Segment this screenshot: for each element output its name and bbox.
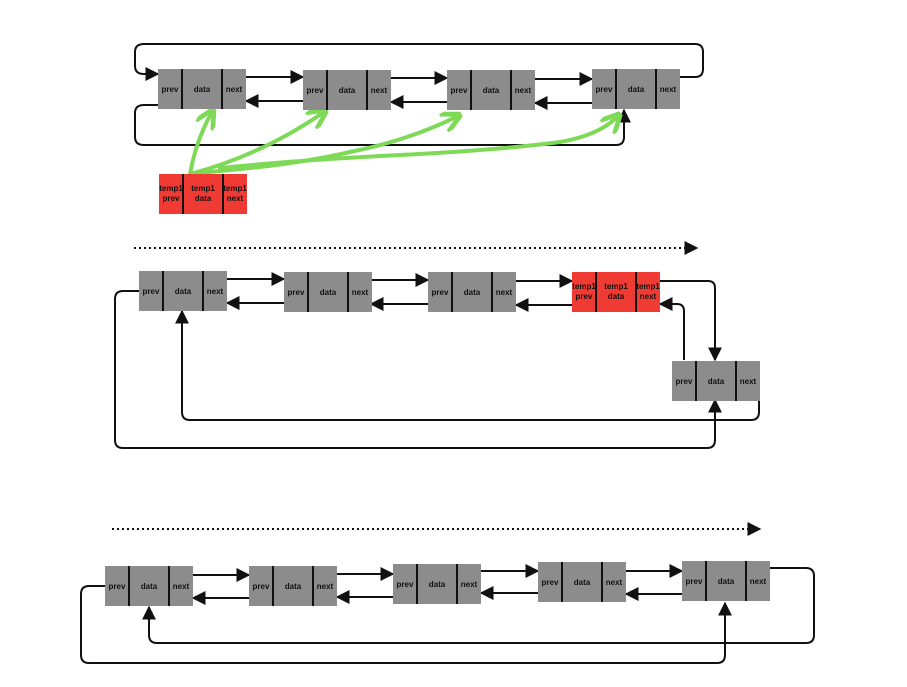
p3-wrap-prev-arrow — [80, 585, 732, 664]
p3-node-2-data-label: data — [285, 582, 302, 591]
p2-node-5-next-label: next — [740, 377, 757, 386]
p2-wrap-next-arrow — [175, 309, 760, 421]
p3-node-2: prev data next — [249, 566, 337, 606]
p1-node-3-prev-label: prev — [451, 86, 468, 95]
p1-node-4-data-label: data — [628, 85, 645, 94]
p1-node-2-prev-label: prev — [307, 86, 324, 95]
p1-node-1-prev-label: prev — [162, 85, 179, 94]
p3-node-3-prev-label: prev — [397, 580, 414, 589]
p3-node-3-box — [393, 564, 481, 604]
p3-wrap-next-arrow — [142, 567, 815, 644]
p3-node-2-prev-label: prev — [253, 582, 270, 591]
p3-node-1-next-label: next — [173, 582, 190, 591]
p2-node-1-prev-label: prev — [143, 287, 160, 296]
p2-node-3-data-label: data — [464, 288, 481, 297]
p3-node-4-next-label: next — [606, 578, 623, 587]
p2-node-3-box — [428, 272, 516, 312]
p2-node-2-prev-label: prev — [288, 288, 305, 297]
p1-node-1-box — [158, 69, 246, 109]
p3-node-5-prev-label: prev — [686, 577, 703, 586]
p3-node-1-prev-label: prev — [109, 582, 126, 591]
p3-node-2-box — [249, 566, 337, 606]
green-arrow-to-node4 — [218, 116, 618, 170]
p3-node-3-next-label: next — [461, 580, 478, 589]
p1-node-3-next-label: next — [515, 86, 532, 95]
p1-node-1: prev data next — [158, 69, 246, 109]
p3-node-5-data-label: data — [718, 577, 735, 586]
green-arrow-to-node3 — [194, 116, 458, 175]
p1-node-1-data-label: data — [194, 85, 211, 94]
p1-wrap-next-arrow — [134, 43, 704, 81]
p1-node-2-data-label: data — [339, 86, 356, 95]
p1-temp-node-box — [159, 174, 247, 214]
p2-node-1: prev data next — [139, 271, 227, 311]
p2-node-5: prev data next — [672, 361, 760, 401]
panel2-connectors — [114, 272, 760, 449]
p3-node-5-next-label: next — [750, 577, 767, 586]
p1-node-4-next-label: next — [660, 85, 677, 94]
p3-node-5-box — [682, 561, 770, 601]
p1-node-4-prev-label: prev — [596, 85, 613, 94]
p2-node-1-box — [139, 271, 227, 311]
p3-node-4-prev-label: prev — [542, 578, 559, 587]
p1-wrap-prev-arrow — [134, 104, 631, 146]
p2-node-2-data-label: data — [320, 288, 337, 297]
p2-node-2: prev data next — [284, 272, 372, 312]
p1-node-2: prev data next — [303, 70, 391, 110]
p1-node-2-next-label: next — [371, 86, 388, 95]
p1-node-4-box — [592, 69, 680, 109]
green-arrow-to-node1 — [188, 112, 212, 176]
p1-node-3-box — [447, 70, 535, 110]
p2-node-1-data-label: data — [175, 287, 192, 296]
p3-node-4-box — [538, 562, 626, 602]
p2-node-2-box — [284, 272, 372, 312]
p3-node-2-next-label: next — [317, 582, 334, 591]
p2-node-5-data-label: data — [708, 377, 725, 386]
p2-temp-node-box — [572, 272, 660, 312]
p2-node5-prev-up-arrow — [658, 297, 685, 360]
p1-node-1-next-label: next — [226, 85, 243, 94]
p3-node-1: prev data next — [105, 566, 193, 606]
p1-node-3: prev data next — [447, 70, 535, 110]
p1-node-3-data-label: data — [483, 86, 500, 95]
panel1-connectors — [134, 43, 704, 146]
panel3-connectors — [80, 564, 815, 664]
green-arrow-to-node2 — [188, 112, 324, 176]
p2-node-5-prev-label: prev — [676, 377, 693, 386]
p2-node-3-next-label: next — [496, 288, 513, 297]
p3-node-4: prev data next — [538, 562, 626, 602]
p1-node-2-box — [303, 70, 391, 110]
panel1-green-arrows — [188, 112, 618, 176]
p3-node-1-data-label: data — [141, 582, 158, 591]
p2-node-1-next-label: next — [207, 287, 224, 296]
p2-node-5-box — [672, 361, 760, 401]
p3-node-5: prev data next — [682, 561, 770, 601]
p3-node-1-box — [105, 566, 193, 606]
p3-node-4-data-label: data — [574, 578, 591, 587]
p2-node-3-prev-label: prev — [432, 288, 449, 297]
p2-wrap-prev-arrow — [114, 290, 722, 449]
p1-node-4: prev data next — [592, 69, 680, 109]
p2-node-2-next-label: next — [352, 288, 369, 297]
p2-temp-next-down-arrow — [660, 280, 722, 362]
p2-node-3: prev data next — [428, 272, 516, 312]
p3-node-3-data-label: data — [429, 580, 446, 589]
p3-node-3: prev data next — [393, 564, 481, 604]
